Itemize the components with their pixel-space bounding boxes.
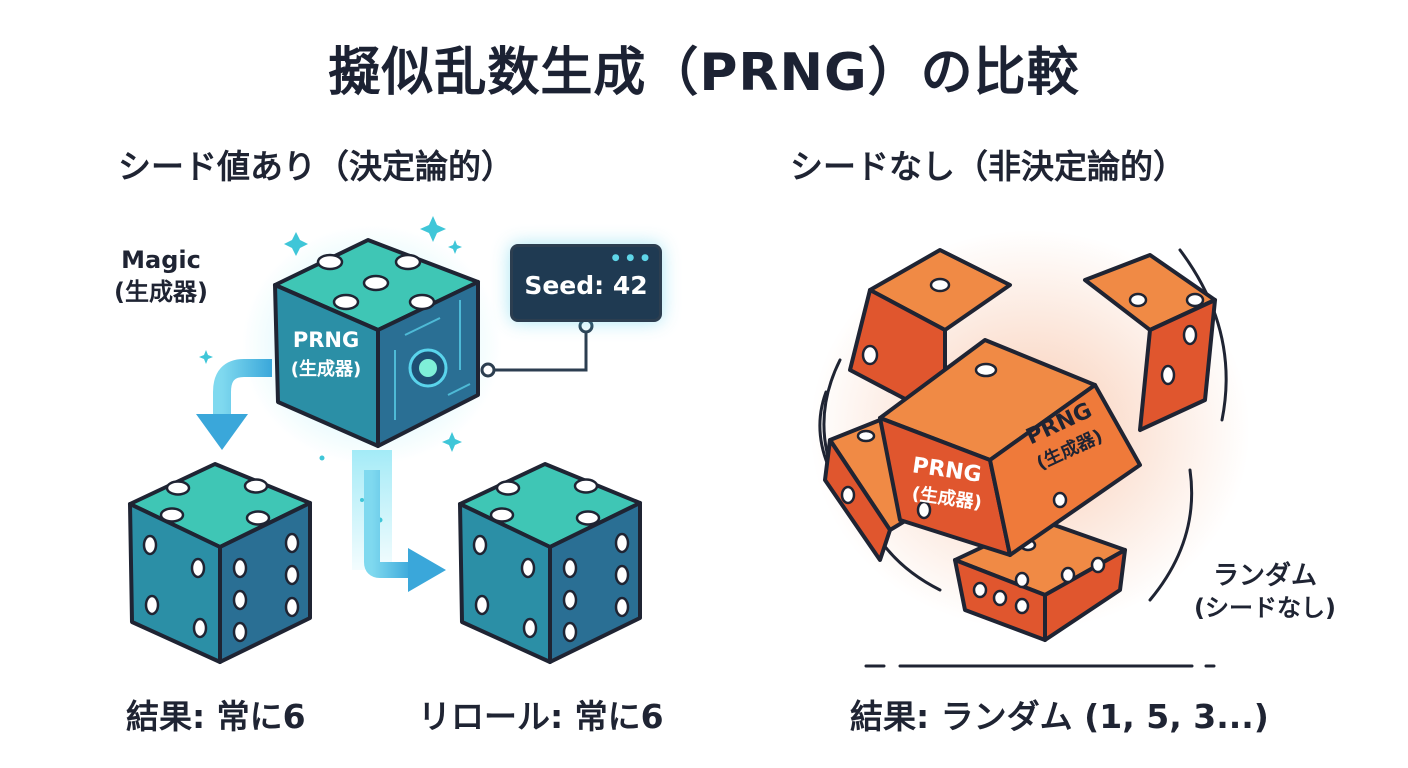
random-label-line2: (シードなし) xyxy=(1194,594,1336,622)
seed-connector xyxy=(480,318,594,378)
orange-die-back-right xyxy=(1083,253,1217,432)
orange-die-main: PRNG (生成器) PRNG (生成器) xyxy=(878,338,1142,557)
magic-label: Magic (生成器) xyxy=(96,244,226,308)
window-dots-icon: ● ● ● xyxy=(611,253,651,263)
reroll-die xyxy=(458,462,642,664)
random-result-label: 結果: ランダム (1, 5, 3...) xyxy=(850,697,1269,736)
prng-die-text-line1: PRNG xyxy=(293,328,359,352)
random-label-line1: ランダム xyxy=(1212,561,1317,591)
left-section-heading: シード値あり（決定論的） xyxy=(118,147,514,186)
prng-die-text-line2: (生成器) xyxy=(291,358,361,380)
random-label: ランダム (シードなし) xyxy=(1170,560,1360,624)
reroll-label: リロール: 常に6 xyxy=(418,697,664,736)
seed-display: ● ● ● Seed: 42 xyxy=(510,244,662,322)
arrow-to-result-die xyxy=(196,359,272,450)
result-die xyxy=(128,462,312,664)
magic-label-line1: Magic xyxy=(121,246,201,274)
right-section-heading: シードなし（非決定論的） xyxy=(790,147,1186,186)
prng-teal-die: PRNG (生成器) xyxy=(273,238,480,448)
page-title: 擬似乱数生成（PRNG）の比較 xyxy=(328,43,1080,103)
seed-value-text: Seed: 42 xyxy=(524,271,648,300)
result-label: 結果: 常に6 xyxy=(126,697,306,736)
magic-label-line2: (生成器) xyxy=(114,278,208,306)
arrow-to-reroll-die xyxy=(364,470,446,592)
